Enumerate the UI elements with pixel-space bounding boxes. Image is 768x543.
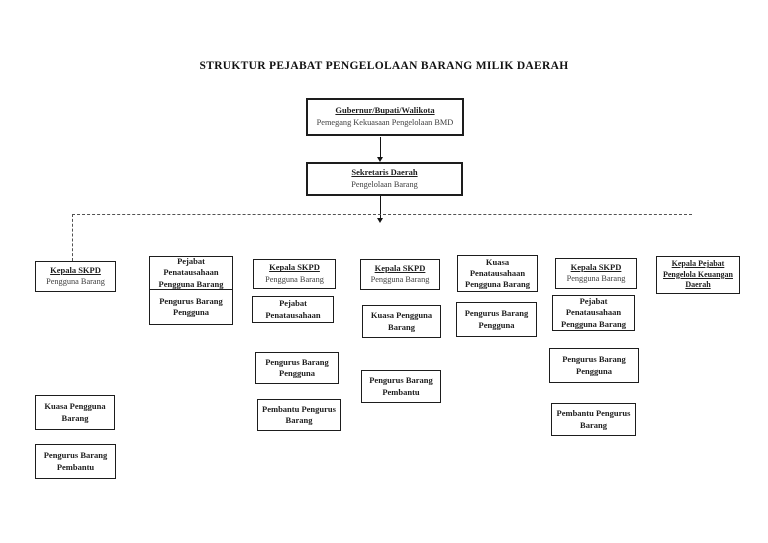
node-kepala-pejabat-pengelola-keuangan-daerah: Kepala Pejabat Pengelola Keuangan Daerah: [656, 256, 740, 294]
node-kepala-skpd-3-subtitle: Pengguna Barang: [370, 275, 430, 285]
node-label: Pejabat Penatausahaan Pengguna Barang: [561, 296, 626, 329]
node-pengurus-barang-pembantu-1: Pengurus Barang Pembantu: [35, 444, 116, 479]
node-gubernur-title: Gubernur/Bupati/Walikota: [335, 105, 435, 116]
node-label: Pembantu Pengurus Barang: [262, 403, 336, 425]
node-label: Pengurus Barang Pembantu: [369, 375, 433, 397]
node-pengurus-barang-pengguna-col6: Pengurus Barang Pengguna: [549, 348, 639, 383]
node-label: Kuasa Pengguna Barang: [370, 310, 433, 332]
node-pejabat-penatausahaan: Pejabat Penatausahaan: [252, 296, 334, 323]
node-pejabat-penatausahaan-pengguna-col6: Pejabat Penatausahaan Pengguna Barang: [552, 295, 635, 331]
node-pejabat-penatausahaan-pengguna: Pejabat Penatausahaan Pengguna Barang: [149, 256, 233, 290]
node-kepala-skpd-3-title: Kepala SKPD: [374, 262, 426, 273]
node-pengurus-barang-pengguna-col2: Pengurus Barang Pengguna: [149, 289, 233, 325]
node-pembantu-pengurus-barang-col6: Pembantu Pengurus Barang: [551, 403, 636, 436]
node-kepala-skpd-2: Kepala SKPD Pengguna Barang: [253, 259, 336, 289]
node-label: Pengurus Barang Pengguna: [464, 308, 529, 330]
node-kepala-skpd-4: Kepala SKPD Pengguna Barang: [555, 258, 637, 289]
connector-gubernur-sekretaris: [380, 137, 381, 157]
node-label: Kepala Pejabat Pengelola Keuangan Daerah: [662, 259, 733, 290]
node-label: Pengurus Barang Pengguna: [562, 354, 626, 376]
node-gubernur: Gubernur/Bupati/Walikota Pemegang Kekuas…: [306, 98, 464, 136]
node-label: Pengurus Barang Pengguna: [265, 356, 329, 378]
arrowhead-below-dashline: [377, 218, 383, 223]
arrowhead-to-sekretaris: [377, 157, 383, 162]
node-sekretaris-daerah: Sekretaris Daerah Pengelolaan Barang: [306, 162, 463, 196]
node-label: Kuasa Penatausahaan Pengguna Barang: [465, 256, 530, 290]
node-kepala-skpd-1-title: Kepala SKPD: [50, 264, 101, 275]
node-kuasa-pengguna-barang-1: Kuasa Pengguna Barang: [35, 395, 115, 430]
node-sekretaris-title: Sekretaris Daerah: [351, 167, 418, 178]
node-label: Pejabat Penatausahaan: [265, 298, 321, 320]
node-gubernur-subtitle: Pemegang Kekuasaan Pengelolaan BMD: [316, 117, 454, 127]
node-kuasa-penatausahaan-pengguna: Kuasa Penatausahaan Pengguna Barang: [457, 255, 538, 292]
node-label: Pejabat Penatausahaan Pengguna Barang: [158, 256, 224, 289]
connector-sekretaris-dashline: [380, 196, 381, 218]
node-label: Pembantu Pengurus Barang: [556, 408, 631, 430]
node-kepala-skpd-1-subtitle: Pengguna Barang: [46, 277, 105, 287]
node-label: Pengurus Barang Pengguna: [159, 295, 223, 317]
node-kepala-skpd-3: Kepala SKPD Pengguna Barang: [360, 259, 440, 290]
node-pembantu-pengurus-barang-col3: Pembantu Pengurus Barang: [257, 399, 341, 431]
node-kepala-skpd-4-title: Kepala SKPD: [570, 261, 622, 272]
node-sekretaris-subtitle: Pengelolaan Barang: [351, 179, 418, 189]
node-kepala-skpd-2-subtitle: Pengguna Barang: [265, 274, 324, 284]
node-label: Pengurus Barang Pembantu: [43, 450, 108, 472]
node-pengurus-barang-pengguna-col3: Pengurus Barang Pengguna: [255, 352, 339, 384]
node-label: Kuasa Pengguna Barang: [44, 401, 106, 423]
node-kuasa-pengguna-barang-col4: Kuasa Pengguna Barang: [362, 305, 441, 338]
node-pengurus-barang-pembantu-col4: Pengurus Barang Pembantu: [361, 370, 441, 403]
page-title: STRUKTUR PEJABAT PENGELOLAAN BARANG MILI…: [199, 60, 569, 72]
dashed-line-vertical-left: [72, 214, 73, 261]
node-pengurus-barang-pengguna-col5: Pengurus Barang Pengguna: [456, 302, 537, 337]
dashed-line-horizontal: [72, 214, 692, 215]
node-kepala-skpd-1: Kepala SKPD Pengguna Barang: [35, 261, 116, 292]
node-kepala-skpd-2-title: Kepala SKPD: [269, 262, 320, 273]
node-kepala-skpd-4-subtitle: Pengguna Barang: [566, 274, 626, 284]
